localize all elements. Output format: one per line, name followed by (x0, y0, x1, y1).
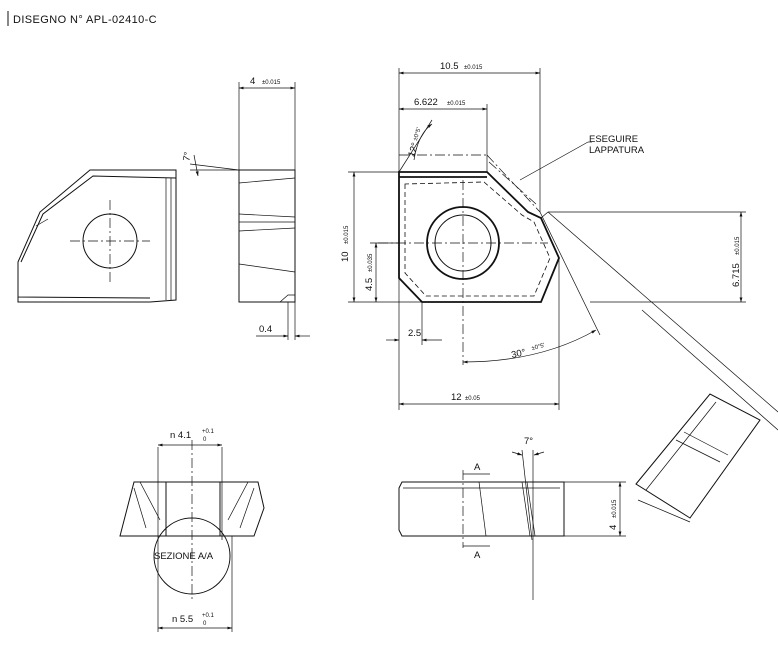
section-top-value: n 4.1 (170, 430, 191, 441)
section-bottom-value: n 5.5 (172, 614, 193, 625)
top-height-tol: ±0.015 (344, 225, 350, 244)
front-angle-label: 7° (524, 436, 533, 447)
note-line-1: ESEGUIRE (589, 134, 638, 145)
top-right-tol: ±0.015 (735, 236, 741, 255)
section-bottom-tol-plus: +0.1 (202, 613, 215, 619)
top-corner-value: 2.5 (408, 328, 421, 339)
front-view: A A 7° 4 ±0.015 (398, 436, 626, 600)
section-label: SEZIONE A/A (154, 551, 214, 562)
cut-label-top: A (474, 462, 481, 473)
iso-insert-view (17, 169, 177, 303)
top-angle30-value: 30° (510, 347, 527, 361)
side-thickness-tol: ±0.015 (262, 80, 281, 86)
top-offset-tol: ±0.015 (447, 101, 466, 107)
top-center-value: 4.5 (364, 278, 375, 291)
front-thickness-tol: ±0.015 (612, 499, 618, 518)
section-view: n 4.1 +0.1 0 SEZIONE A/A n 5.5 +0.1 0 (119, 429, 265, 632)
cut-label-bottom: A (474, 550, 481, 561)
top-view: 10.5 ±0.015 6.622 ±0.015 12° ±0°5' 10 ±0… (340, 61, 746, 410)
side-view: 4 ±0.015 7° 0.4 (181, 76, 310, 340)
top-center-tol: ±0.035 (368, 253, 374, 272)
top-length-value: 12 (451, 392, 462, 403)
section-top-tol-plus: +0.1 (202, 429, 215, 435)
top-angle30-tol: ±0°5' (531, 343, 546, 352)
top-angle12-value: 12° (406, 141, 421, 158)
top-length-tol: ±0.05 (465, 396, 481, 402)
top-angle12-tol: ±0°5' (413, 127, 423, 142)
section-top-tol-minus: 0 (203, 437, 207, 443)
section-bottom-tol-minus: 0 (203, 621, 207, 627)
drawing-title: DISEGNO N° APL-02410-C (13, 14, 157, 26)
detail-view (547, 211, 778, 523)
top-right-value: 6.715 (731, 263, 742, 287)
top-width-tol: ±0.015 (464, 65, 483, 71)
side-thickness-value: 4 (250, 76, 255, 87)
title-block: DISEGNO N° APL-02410-C (7, 11, 157, 26)
note-line-2: LAPPATURA (589, 145, 645, 156)
top-width-value: 10.5 (440, 61, 459, 72)
side-land-label: 0.4 (259, 324, 272, 335)
top-height-value: 10 (340, 251, 351, 262)
side-angle-label: 7° (181, 151, 193, 162)
front-thickness-value: 4 (608, 525, 619, 530)
top-offset-value: 6.622 (414, 97, 438, 108)
